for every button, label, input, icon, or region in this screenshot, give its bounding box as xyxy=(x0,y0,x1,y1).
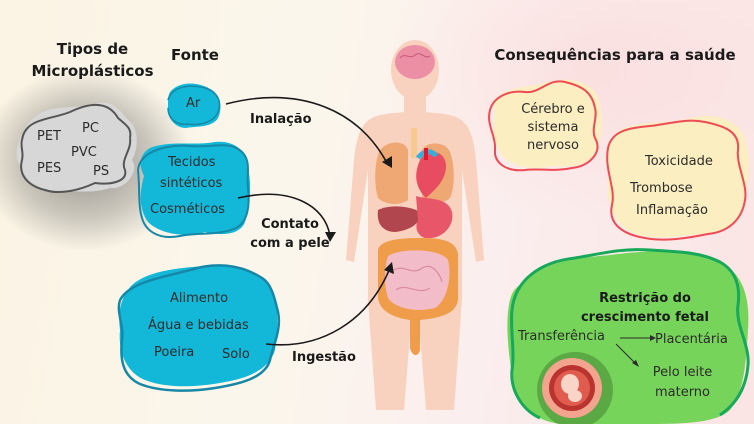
source-cosmetics: Cosméticos xyxy=(150,202,226,217)
type-pvc: PVC xyxy=(71,145,97,160)
consequences-heading: Consequências para a saúde xyxy=(494,46,736,64)
fetal-title: Restrição do crescimento fetal xyxy=(560,289,730,327)
source-heading: Fonte xyxy=(171,46,219,64)
type-pc: PC xyxy=(82,121,99,136)
type-ps: PS xyxy=(93,164,110,179)
systemic-blob xyxy=(606,116,749,241)
types-heading-line1: Tipos de xyxy=(56,40,129,58)
types-heading: Tipos de Microplásticos xyxy=(10,38,175,82)
consequence-thrombosis: Trombose xyxy=(630,181,693,196)
fetal-placental: Placentária xyxy=(655,332,728,347)
brain-blob xyxy=(488,79,603,172)
types-heading-line2: Microplásticos xyxy=(31,62,154,80)
route-skin-contact-line1: Contato xyxy=(261,217,319,232)
source-fabrics-line2: sintéticos xyxy=(160,176,223,191)
types-blob xyxy=(16,102,137,193)
route-ingestion: Ingestão xyxy=(292,350,356,365)
consequence-inflammation: Inflamação xyxy=(636,203,708,218)
source-soil: Solo xyxy=(222,347,250,362)
consequence-toxicity: Toxicidade xyxy=(645,154,713,169)
source-air: Ar xyxy=(186,96,201,111)
fetal-title-line1: Restrição do xyxy=(599,291,691,306)
ingestion-blob xyxy=(117,264,281,392)
brain-line1: Cérebro e xyxy=(521,102,585,117)
source-water: Água e bebidas xyxy=(148,318,249,333)
source-dust: Poeira xyxy=(154,345,195,360)
brain-line3: nervoso xyxy=(527,138,579,153)
route-skin-contact-line2: com a pele xyxy=(250,236,330,251)
consequence-brain: Cérebro e sistema nervoso xyxy=(513,101,593,155)
brain-line2: sistema xyxy=(527,120,579,135)
source-food: Alimento xyxy=(170,291,229,306)
fetal-title-line2: crescimento fetal xyxy=(580,310,710,325)
fetal-milk: Pelo leite materno xyxy=(645,363,720,403)
route-inhalation: Inalação xyxy=(250,112,312,127)
route-skin-contact: Contato com a pele xyxy=(250,215,330,253)
source-fabrics-line1: Tecidos xyxy=(168,155,216,170)
air-blob xyxy=(167,83,221,128)
human-body xyxy=(346,40,484,410)
fetal-transfer: Transferência xyxy=(518,329,605,344)
fetal-milk-line2: materno xyxy=(654,385,711,400)
skin-blob xyxy=(137,141,251,238)
route-arrows xyxy=(225,96,656,367)
type-pes: PES xyxy=(37,161,62,176)
fetal-milk-line1: Pelo leite xyxy=(652,365,713,380)
type-pet: PET xyxy=(37,129,61,144)
